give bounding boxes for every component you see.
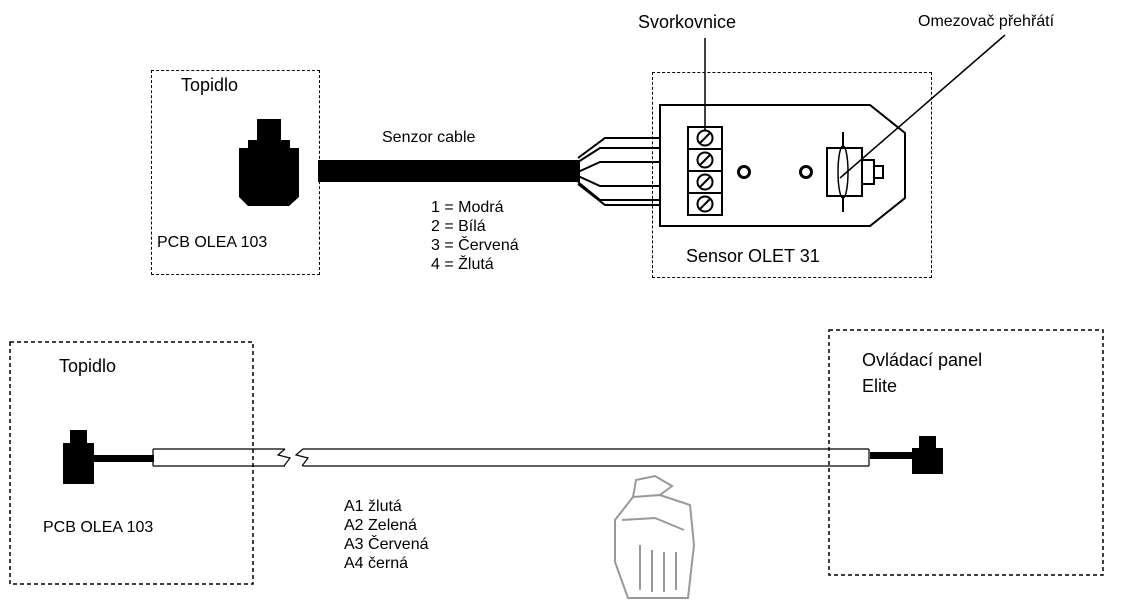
wire-color-a1: A1 žlutá (344, 498, 402, 515)
wire-color-1: 1 = Modrá (431, 199, 504, 216)
overheat-limiter-icon (826, 132, 884, 212)
wire-color-list-bottom: A1 žlutá A2 Zelená A3 Červená A4 černá (344, 497, 429, 573)
flat-cable-right (303, 448, 870, 467)
mounting-hole-right (799, 165, 813, 179)
wire-color-4: 4 = Žlutá (431, 256, 494, 273)
sensor-box (652, 72, 932, 278)
wire-color-3: 3 = Červená (431, 237, 519, 254)
wire-color-2: 2 = Bílá (431, 218, 486, 235)
rj-connector-icon-left (63, 430, 94, 484)
heater-title-top: Topidlo (181, 75, 239, 95)
terminal-screw-2 (696, 173, 714, 191)
terminal-screw-4 (696, 129, 714, 147)
cable-sheath (577, 137, 660, 206)
wire-color-a4: A4 černá (344, 555, 409, 572)
wire-color-a3: A3 Červená (344, 536, 429, 553)
wire-color-list-top: 1 = Modrá 2 = Bílá 3 = Červená 4 = Žlutá (431, 198, 519, 274)
wire-fan (577, 147, 690, 201)
cable-label: Senzor cable (382, 129, 476, 146)
control-panel-title-line2: Elite (862, 376, 898, 396)
terminal-block-label: Svorkovnice (638, 12, 737, 32)
control-panel-title-line1: Ovládací panel (862, 350, 983, 370)
overheat-limiter-label: Omezovač přehřátí (918, 13, 1055, 30)
sensor-cable (318, 160, 580, 182)
heater-pcb-label-top: PCB OLEA 103 (157, 234, 268, 251)
heater-title-bottom: Topidlo (59, 356, 117, 376)
control-panel-box (828, 329, 1104, 576)
heater-pcb-label-bottom: PCB OLEA 103 (43, 519, 154, 536)
rj-plug-icon (614, 474, 696, 599)
mounting-hole-left (737, 165, 751, 179)
flat-cable-left (152, 448, 285, 467)
sensor-label: Sensor OLET 31 (686, 246, 820, 266)
overheat-limiter-leader (839, 34, 1006, 179)
terminal-screw-3 (696, 151, 714, 169)
heater-box-bottom (9, 341, 254, 585)
rj-connector-icon-top (239, 119, 299, 206)
rj-connector-icon-right (912, 436, 943, 474)
terminal-screw-1 (696, 195, 714, 213)
wire-color-a2: A2 Zelená (344, 517, 417, 534)
